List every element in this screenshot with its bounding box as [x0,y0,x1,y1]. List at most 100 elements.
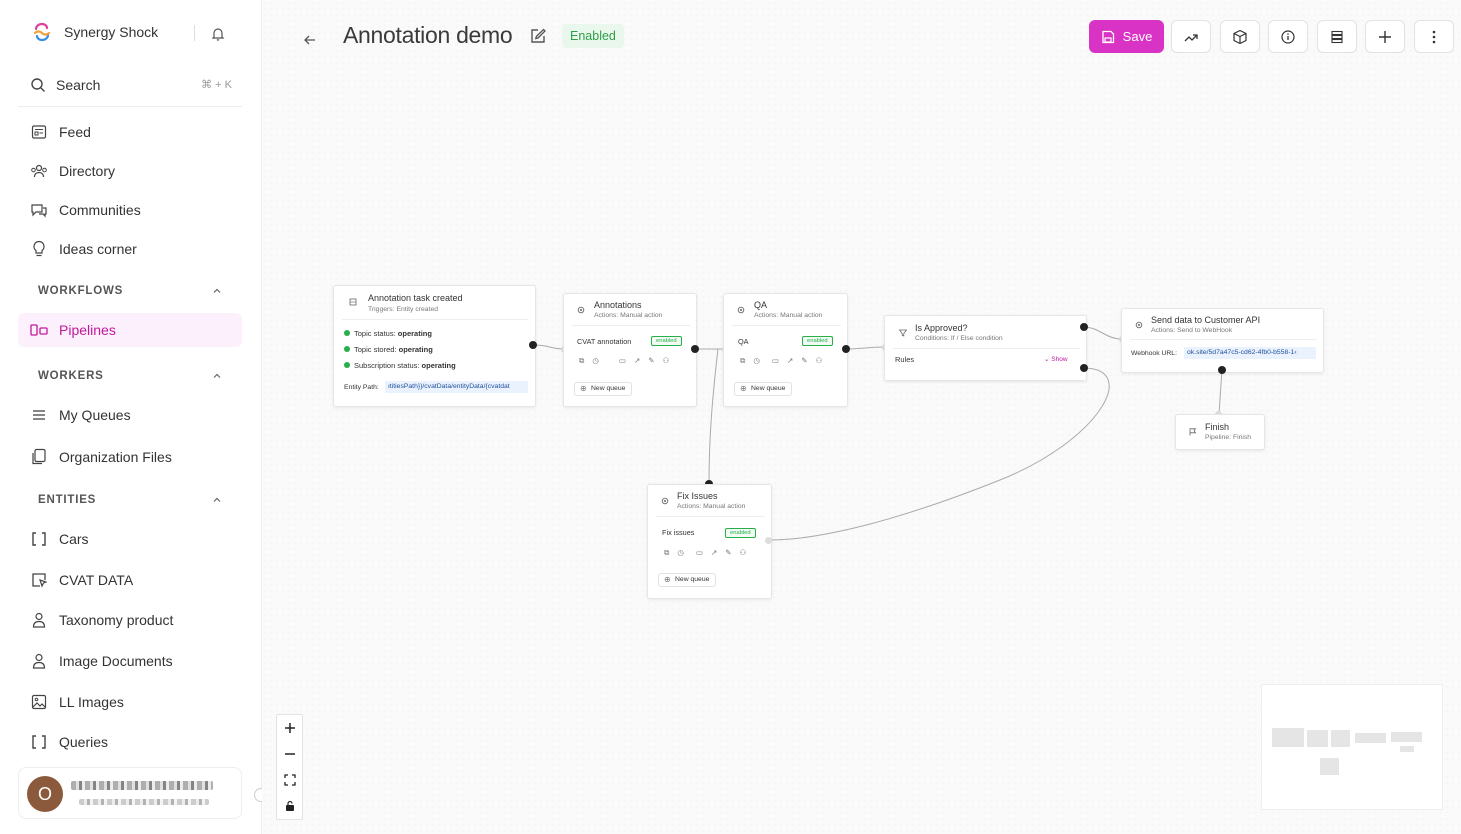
chevron-up-icon[interactable] [212,495,222,505]
delete-icon[interactable]: ▭ [695,548,703,557]
delete-icon[interactable]: ▭ [618,356,626,365]
entity-path-field[interactable]: ıtitiesPath}}/cvatData/entityData/{cvatd… [385,381,528,393]
bell-icon[interactable] [210,26,226,42]
node-finish[interactable]: Finish Pipeline: Finish [1175,414,1265,450]
chevron-up-icon[interactable] [212,371,222,381]
add-button[interactable] [1365,20,1405,53]
chevron-up-icon[interactable] [212,286,222,296]
minimap-node [1307,730,1328,747]
divider [1130,339,1317,340]
node-fix-issues[interactable]: Fix Issues Actions: Manual action Fix is… [647,484,772,599]
pencil-icon[interactable]: ✎ [725,548,732,557]
divider [342,319,528,320]
info-button[interactable] [1268,20,1308,53]
user-card[interactable]: O [18,767,242,819]
row-value: operating [397,329,432,338]
new-queue-button[interactable]: New queue [658,573,717,587]
queue-tools: ⧉ ◷ ▭ ↗ ✎ ⚇ [579,356,669,366]
search-shortcut: ⌘ + K [201,79,232,91]
node-is-approved[interactable]: Is Approved? Conditions: If / Else condi… [884,315,1087,381]
user-add-icon[interactable]: ⚇ [662,356,670,365]
output-handle-true[interactable] [1080,323,1088,331]
delete-icon[interactable]: ▭ [771,356,779,365]
sidebar-item-organization-files[interactable]: Organization Files [18,440,242,474]
search-button[interactable]: Search ⌘ + K [30,74,242,96]
sidebar-item-label: Ideas corner [59,241,137,257]
analytics-button[interactable] [1171,20,1211,53]
sidebar-item-pipelines[interactable]: Pipelines [18,313,242,347]
show-rules-toggle[interactable]: ⌄ Show [1044,355,1068,363]
minimap-node [1355,733,1386,743]
user-add-icon[interactable]: ⚇ [739,548,747,557]
node-subtitle: Pipeline: Finish [1205,434,1252,441]
fit-view-button[interactable] [277,767,302,793]
section-header-workers: WORKERS [38,370,104,382]
node-annotations[interactable]: Annotations Actions: Manual action CVAT … [563,293,697,407]
node-qa[interactable]: QA Actions: Manual action QA enabled ⧉◷▭… [723,293,848,407]
copy-icon[interactable]: ⧉ [579,356,585,365]
sidebar-item-image-documents[interactable]: Image Documents [18,644,242,678]
zoom-in-button[interactable] [277,715,302,741]
sidebar-item-cars[interactable]: Cars [18,522,242,556]
cube-icon [1233,29,1247,44]
sidebar-item-ideas-corner[interactable]: Ideas corner [18,232,242,266]
external-link-icon[interactable]: ↗ [634,356,641,365]
back-arrow-icon[interactable] [302,32,318,48]
copy-icon[interactable]: ⧉ [664,548,670,557]
output-handle[interactable] [1218,366,1226,374]
minimap-node [1400,746,1414,752]
brand-logo-icon [33,22,51,42]
webhook-url-label: Webhook URL: [1131,350,1177,357]
save-button[interactable]: Save [1089,20,1164,53]
clock-icon[interactable]: ◷ [592,356,599,365]
node-subtitle: Actions: Manual action [754,312,823,319]
sidebar-item-label: Cars [59,531,89,547]
queue-name: QA [738,337,749,346]
more-button[interactable] [1414,20,1454,53]
sidebar-item-label: Feed [59,124,91,140]
new-queue-button[interactable]: New queue [574,382,633,396]
sidebar-item-communities[interactable]: Communities [18,193,242,227]
pencil-icon[interactable]: ✎ [648,356,655,365]
sidebar-item-my-queues[interactable]: My Queues [18,398,242,432]
sidebar-item-label: Directory [59,163,116,179]
node-trigger[interactable]: Annotation task created Triggers: Entity… [333,285,536,407]
edit-icon[interactable] [529,27,547,45]
copy-icon[interactable]: ⧉ [740,356,746,365]
zoom-out-button[interactable] [277,741,302,767]
pencil-icon[interactable]: ✎ [801,356,808,365]
queue-name: CVAT annotation [577,337,632,346]
files-icon [30,448,48,466]
sidebar-item-queries[interactable]: Queries [18,725,242,759]
sidebar-item-ll-images[interactable]: LL Images [18,685,242,719]
output-handle-false[interactable] [1080,364,1088,372]
minimap[interactable] [1261,684,1443,810]
database-button[interactable] [1317,20,1357,53]
input-handle[interactable] [765,537,772,544]
node-send-data[interactable]: Send data to Customer API Actions: Send … [1121,308,1324,373]
clock-icon[interactable]: ◷ [753,356,760,365]
sidebar-item-label: Organization Files [59,449,172,465]
user-add-icon[interactable]: ⚇ [815,356,823,365]
output-handle[interactable] [691,345,699,353]
sidebar-item-directory[interactable]: Directory [18,154,242,188]
new-queue-button[interactable]: New queue [734,382,793,396]
brand[interactable]: Synergy Shock [30,20,158,44]
sidebar-item-cvat-data[interactable]: CVAT DATA [18,563,242,597]
output-handle[interactable] [529,341,537,349]
sidebar-item-label: Taxonomy product [59,612,174,628]
package-button[interactable] [1220,20,1260,53]
node-title: Annotation task created [368,293,463,303]
lightbulb-icon [30,240,48,258]
brackets-icon [30,733,48,751]
external-link-icon[interactable]: ↗ [711,548,718,557]
lock-button[interactable] [277,793,302,819]
zoom-controls [276,714,303,820]
webhook-url-field[interactable]: ok.site/5d7a47c5-cd62-4fb0-b558-1‹ [1184,347,1316,359]
external-link-icon[interactable]: ↗ [787,356,794,365]
output-handle[interactable] [842,345,850,353]
sidebar-item-feed[interactable]: Feed [18,115,242,149]
rules-label: Rules [895,355,915,364]
clock-icon[interactable]: ◷ [677,548,684,557]
sidebar-item-taxonomy-product[interactable]: Taxonomy product [18,603,242,637]
